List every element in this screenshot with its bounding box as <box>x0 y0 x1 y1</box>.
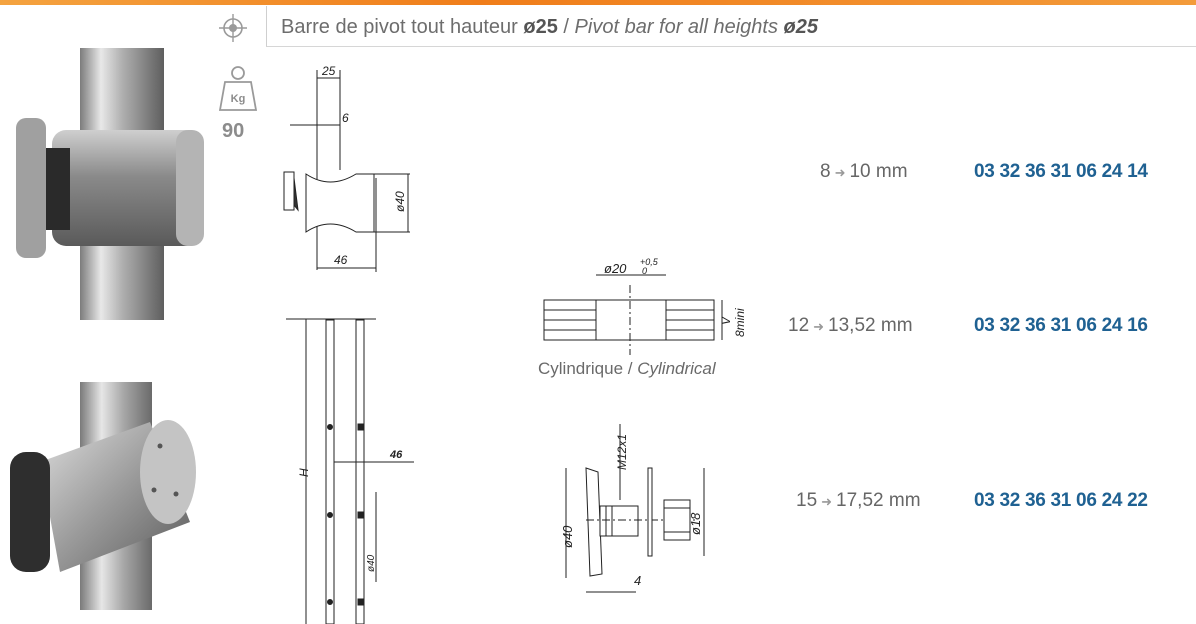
reference-row-2: 03 32 36 31 06 24 16 <box>974 315 1148 336</box>
caption-en: Cylindrical <box>637 359 716 378</box>
size-from-3: 15 <box>796 490 818 511</box>
arrow-right-icon: ➜ <box>834 165 846 180</box>
caption-fr: Cylindrique <box>538 359 624 378</box>
title-fr: Barre de pivot tout hauteur <box>281 16 518 38</box>
title-separator: / <box>563 16 569 38</box>
title-fr-dim: ø25 <box>523 16 558 38</box>
dim-bar-40: ø40 <box>366 554 377 572</box>
title-en: Pivot bar for all heights <box>574 16 778 38</box>
washer-min: 8mini <box>733 308 747 337</box>
fix-d18: ø18 <box>688 512 703 535</box>
washer-tol-plus: +0,5 <box>640 257 659 267</box>
fix-d4: 4 <box>634 573 641 588</box>
caption-separator: / <box>627 359 633 378</box>
size-from-1: 8 <box>820 161 831 182</box>
size-from-2: 12 <box>788 315 810 336</box>
drawing-washer-section: ø20 +0,5 0 V 8mini <box>543 257 747 355</box>
dim-bar-46: 46 <box>389 449 403 461</box>
header-row: Barre de pivot tout hauteur ø25 / Pivot … <box>266 6 1196 47</box>
product-photo-angle <box>10 382 196 610</box>
weight-value: 90 <box>222 120 245 142</box>
dim-25: 25 <box>321 64 336 78</box>
top-accent-bar <box>0 0 1196 5</box>
washer-caption: Cylindrique / Cylindrical <box>538 359 716 379</box>
size-row-2: 12➜13,52 mm <box>788 315 913 337</box>
weight-icon: Kg <box>219 66 257 111</box>
fix-d40: ø40 <box>560 525 575 548</box>
reference-row-3: 03 32 36 31 06 24 22 <box>974 490 1148 511</box>
drawing-top-view: 25 6 ø40 46 <box>283 64 410 272</box>
arrow-right-icon: ➜ <box>821 494 833 509</box>
drawing-bar-elevation: H 46 ø40 <box>286 318 414 624</box>
title-en-dim: ø25 <box>783 16 819 38</box>
reference-row-1: 03 32 36 31 06 24 14 <box>974 161 1148 182</box>
target-icon <box>219 14 247 42</box>
dim-6: 6 <box>342 111 349 125</box>
dim-40: ø40 <box>393 191 407 212</box>
size-row-3: 15➜17,52 mm <box>796 490 921 512</box>
dim-height: H <box>297 468 311 477</box>
size-to-1: 10 mm <box>849 161 908 182</box>
fix-thread: M12x1 <box>615 434 629 470</box>
size-to-3: 17,52 mm <box>836 490 921 511</box>
arrow-right-icon: ➜ <box>813 319 825 334</box>
drawing-fixing-section: ø40 M12x1 ø18 4 <box>560 424 705 593</box>
washer-tol-zero: 0 <box>642 266 647 276</box>
size-row-1: 8➜10 mm <box>820 161 908 183</box>
size-to-2: 13,52 mm <box>828 315 913 336</box>
product-photo-front <box>16 48 204 320</box>
weight-unit: Kg <box>231 93 246 105</box>
washer-bore: ø20 <box>604 261 627 276</box>
dim-46: 46 <box>334 253 348 267</box>
washer-v: V <box>719 316 733 325</box>
page-title: Barre de pivot tout hauteur ø25 / Pivot … <box>281 16 818 39</box>
